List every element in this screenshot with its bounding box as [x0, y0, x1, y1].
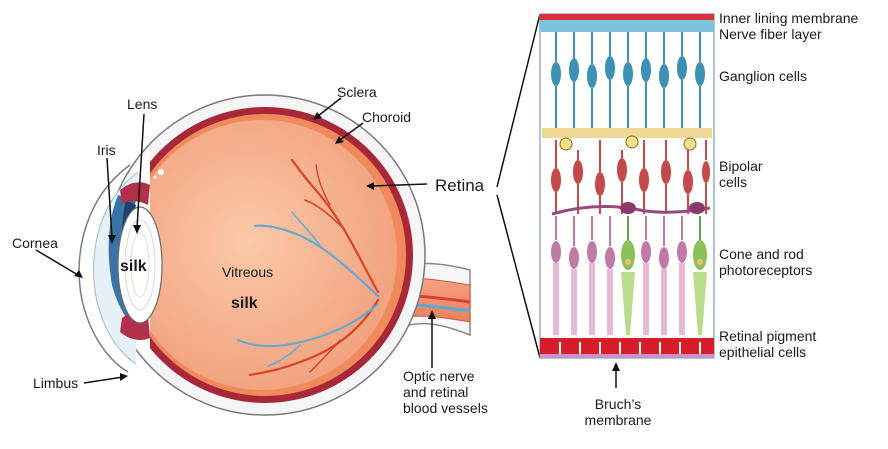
retina-section: [540, 14, 714, 358]
bruchs-arrowhead: [612, 362, 620, 371]
cornea-label: Cornea: [12, 235, 58, 251]
ganglion-cells-label: Ganglion cells: [719, 68, 807, 84]
photoreceptors-label: Cone and rod photoreceptors: [719, 246, 849, 278]
vitreous-body: [127, 120, 397, 390]
inner-lining-membrane: [540, 14, 714, 20]
limbus-label: Limbus: [33, 375, 78, 391]
nerve-fiber-layer: [540, 20, 714, 32]
silk-vitreous-label: silk: [231, 296, 258, 312]
silk-lens-label: silk: [120, 259, 147, 275]
bruchs-membrane-label: Bruch’s membrane: [568, 396, 668, 428]
ganglion-cells: [551, 32, 705, 128]
eyeball: [79, 95, 470, 415]
bipolar-cells-label: Bipolar cells: [719, 158, 789, 190]
horizontal-cell-body: [620, 202, 636, 214]
glint: [158, 169, 164, 175]
optic-nerve-label: Optic nerve and retinal blood vessels: [403, 368, 493, 416]
bruchs-membrane: [540, 354, 714, 358]
retinal-pigment-epithelium: [540, 338, 714, 354]
retina-label: Retina: [435, 176, 484, 195]
sclera-label: Sclera: [337, 84, 377, 100]
glint-small: [154, 176, 157, 179]
rpe-label: Retinal pigment epithelial cells: [719, 328, 869, 360]
lens-label: Lens: [127, 96, 157, 112]
vitreous-label: Vitreous: [222, 264, 273, 280]
iris-label: Iris: [97, 142, 116, 158]
nerve-fiber-layer-label: Nerve fiber layer: [719, 26, 822, 42]
horizontal-cell-body: [689, 202, 705, 214]
inner-lining-membrane-label: Inner lining membrane: [719, 10, 858, 26]
inner-plexiform-band: [542, 128, 712, 138]
choroid-label: Choroid: [362, 109, 411, 125]
